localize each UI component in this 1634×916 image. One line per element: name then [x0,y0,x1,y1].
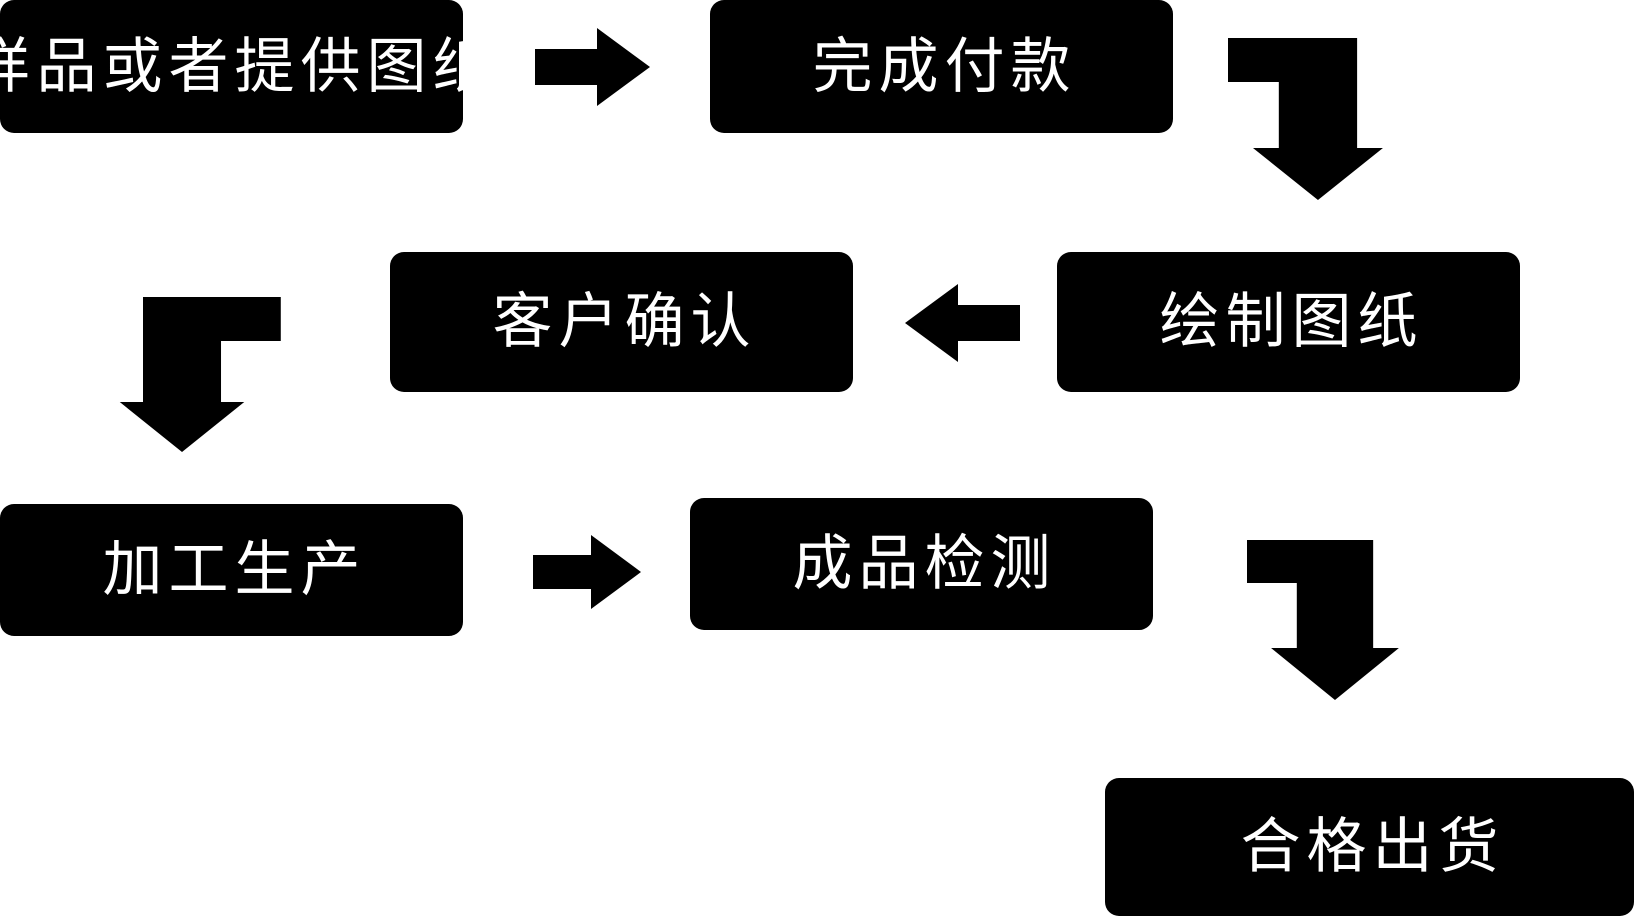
flow-node-label: 客户确认 [492,288,757,355]
arrow-right-icon [533,535,641,609]
arrow-right-icon [535,28,650,106]
arrow-elbow-right-down-icon [1247,540,1399,700]
arrow-left-icon [905,284,1020,362]
flow-node-processing-production[interactable]: 加工生产 [0,504,463,636]
flow-node-label: 完成付款 [812,32,1077,100]
flow-node-label: 样品或者提供图纸 [0,32,499,100]
flow-node-label: 绘制图纸 [1159,288,1424,355]
arrow-elbow-left-down-icon [119,297,281,452]
flow-node-label: 加工生产 [102,536,367,603]
flow-node-qualified-shipment[interactable]: 合格出货 [1105,778,1634,916]
flow-node-customer-confirm[interactable]: 客户确认 [390,252,853,392]
flow-node-complete-payment[interactable]: 完成付款 [710,0,1173,133]
flow-node-label: 合格出货 [1240,813,1505,880]
flow-node-finished-product-inspection[interactable]: 成品检测 [690,498,1153,630]
flow-node-draw-drawing[interactable]: 绘制图纸 [1057,252,1520,392]
flow-node-sample-or-drawing[interactable]: 样品或者提供图纸 [0,0,493,133]
arrow-elbow-right-down-icon [1228,38,1383,200]
flow-node-label: 成品检测 [792,530,1057,597]
